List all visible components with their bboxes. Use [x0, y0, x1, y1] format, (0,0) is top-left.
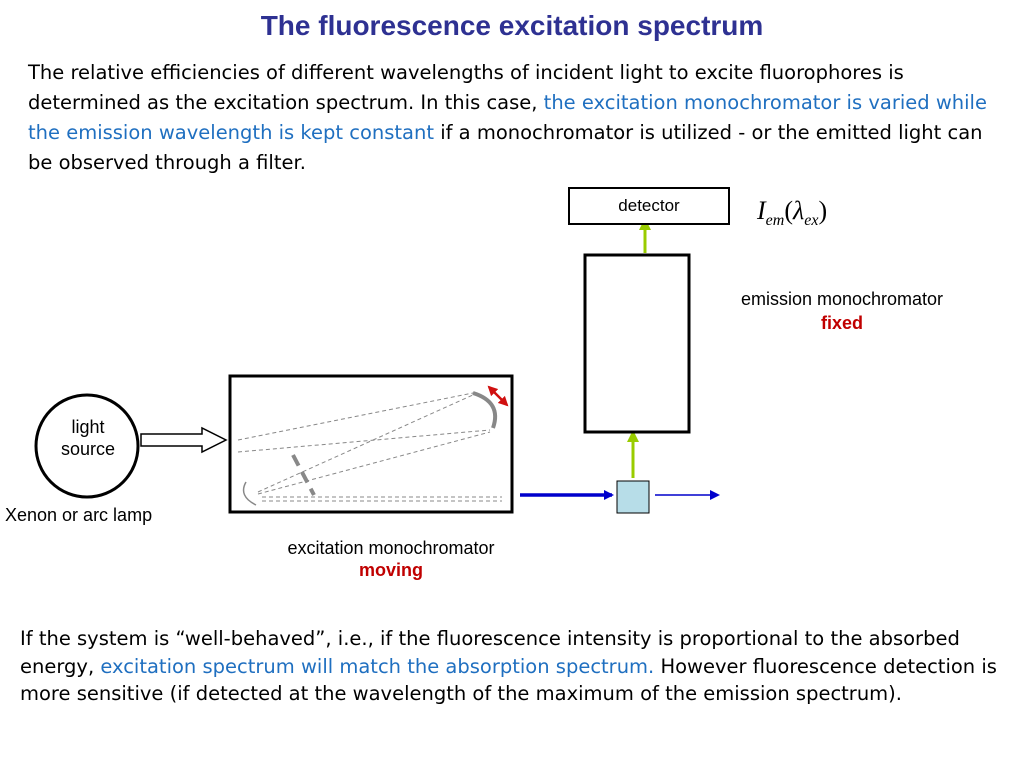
intro-paragraph: The relative efficiencies of different w… — [28, 58, 998, 178]
intensity-symbol: I — [757, 196, 766, 225]
excitation-label-text: excitation monochromator — [287, 538, 495, 558]
conclusion-highlight: excitation spectrum will match the absor… — [100, 654, 655, 678]
intro-text-end: if a monochromator is utilized - or the … — [28, 121, 983, 174]
intensity-formula: Iem(λex) — [757, 196, 828, 230]
lambda-symbol: λ — [793, 196, 805, 225]
input-light-arrow — [140, 426, 228, 454]
emission-label-text: emission monochromator — [740, 289, 944, 309]
excitation-optics — [237, 391, 502, 502]
intro-text: The relative efficiencies of different w… — [28, 61, 904, 114]
sample-cuvette — [616, 480, 650, 514]
page-title: The fluorescence excitation spectrum — [260, 10, 764, 41]
intro-highlight: the excitation monochromator is varied w… — [28, 91, 987, 144]
emission-monochromator-box — [583, 253, 691, 434]
detector-label: detector — [618, 196, 680, 215]
light-source-circle — [34, 393, 140, 499]
lambda-subscript: ex — [804, 212, 819, 230]
collimating-mirror — [242, 481, 257, 506]
conclusion-paragraph: If the system is “well-behaved”, i.e., i… — [20, 625, 1010, 708]
detector-box — [568, 187, 730, 225]
emission-state: fixed — [820, 313, 863, 333]
rotation-arrow — [487, 385, 509, 407]
emission-monochromator-label: emission monochromator fixed — [702, 287, 982, 335]
conclusion-text-end: However fluorescence detection is more s… — [20, 654, 997, 706]
conclusion-text: If the system is “well-behaved”, i.e., i… — [20, 627, 960, 678]
excitation-monochromator-label: excitation monochromator moving — [241, 537, 541, 581]
light-source-label: light source — [60, 417, 116, 459]
intensity-subscript: em — [765, 212, 785, 230]
grating — [291, 454, 316, 496]
lamp-label: Xenon or arc lamp — [5, 505, 153, 525]
excitation-state: moving — [358, 560, 423, 580]
